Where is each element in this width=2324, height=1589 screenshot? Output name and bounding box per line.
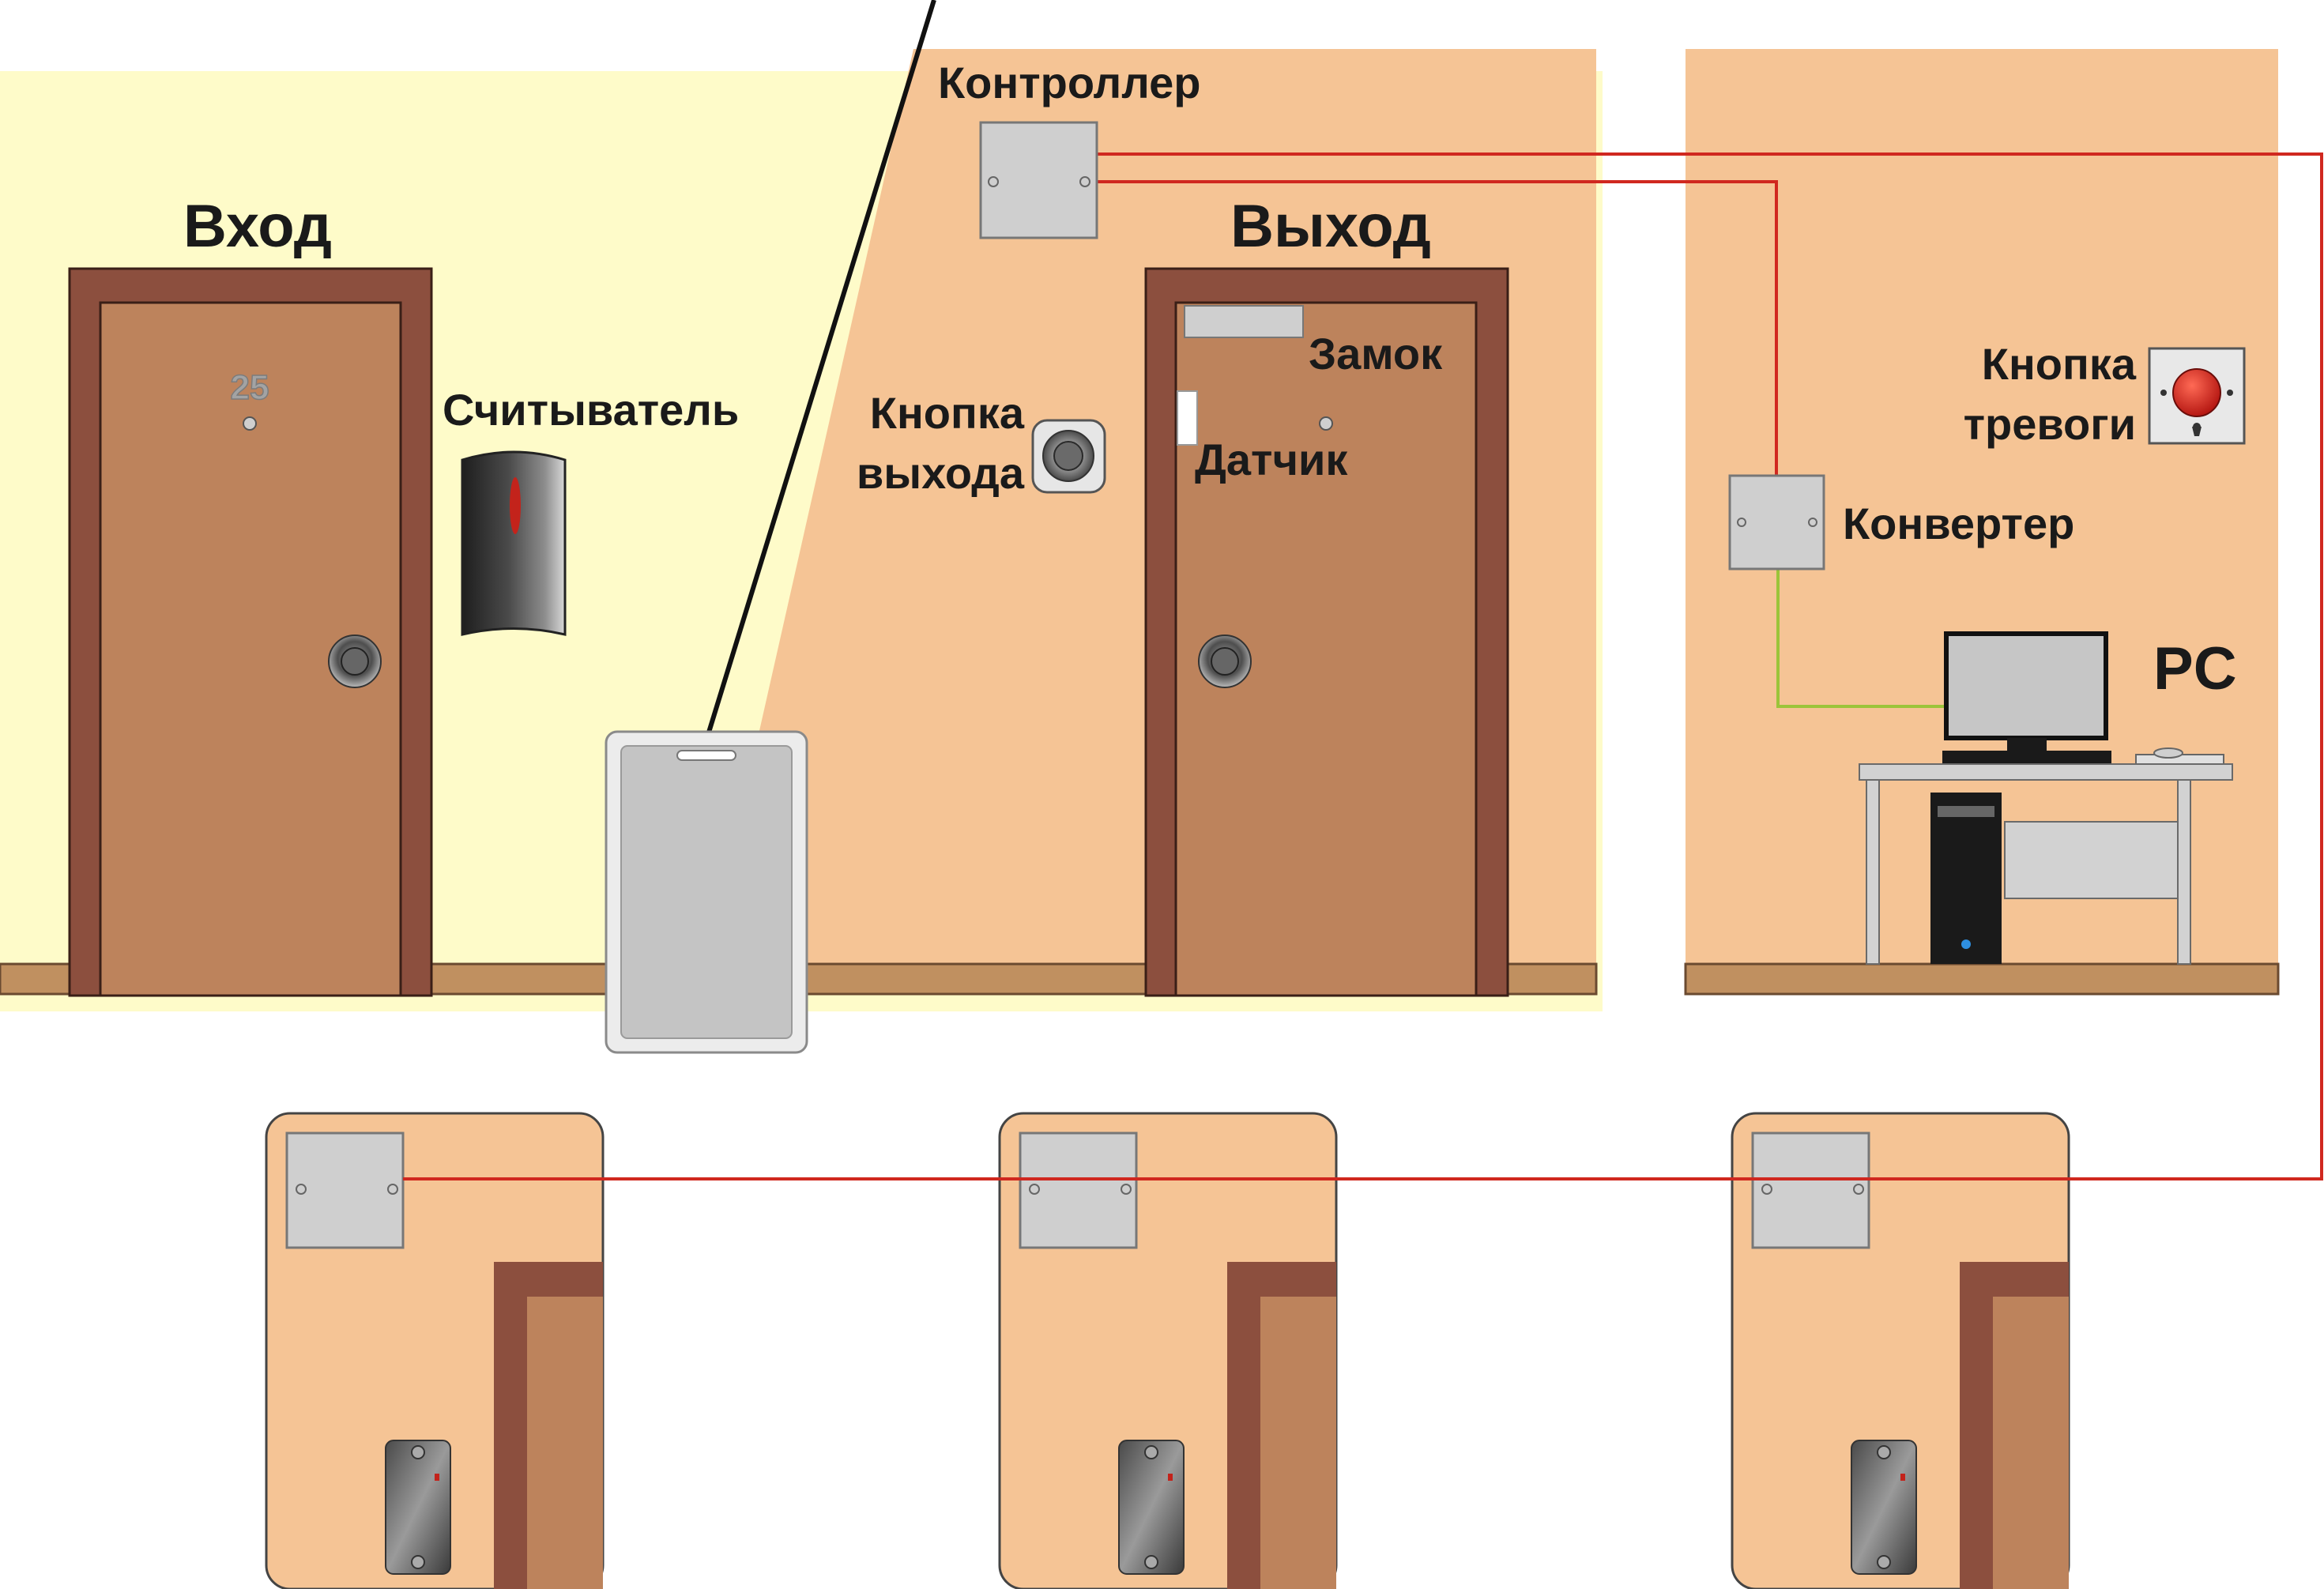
exit-button-label-line2: выхода (857, 448, 1025, 498)
sensor-icon (1177, 390, 1198, 446)
exit-button-icon (1031, 419, 1106, 494)
room-module-1 (265, 1112, 605, 1589)
reader-label: Считыватель (443, 385, 739, 435)
proximity-card-icon (605, 730, 808, 1054)
card-reader-icon (385, 1440, 451, 1575)
controller-converter-wire (1097, 180, 1778, 477)
exit-door (1144, 267, 1509, 997)
pc-label: PC (2153, 635, 2237, 702)
controller-box (979, 121, 1098, 239)
zone-divider-line (706, 0, 936, 736)
alarm-button-icon (2148, 347, 2246, 445)
entrance-door (68, 267, 433, 997)
card-reader-icon (1118, 1440, 1185, 1575)
room-module-2 (998, 1112, 1338, 1589)
sensor-label: Датчик (1195, 435, 1348, 484)
entrance-label: Вход (183, 193, 332, 260)
alarm-button-label-line1: Кнопка (1982, 339, 2137, 389)
converter-pc-wire (1776, 568, 1945, 708)
door-peephole-icon (243, 416, 257, 431)
converter-box (1728, 474, 1825, 570)
computer-icon (1859, 631, 2233, 965)
room-module-3 (1731, 1112, 2070, 1589)
alarm-button-label-line2: тревоги (1964, 399, 2136, 449)
exit-label: Выход (1230, 193, 1431, 260)
door-number: 25 (231, 368, 269, 407)
exit-button-label-line1: Кнопка (870, 388, 1025, 438)
controller-label: Контроллер (938, 58, 1200, 107)
lock-label: Замок (1309, 329, 1443, 378)
card-reader-icon (461, 450, 567, 636)
floor-strip-server (1684, 962, 2280, 996)
card-reader-icon (1851, 1440, 1917, 1575)
lock-icon (1184, 305, 1304, 338)
converter-label: Конвертер (1843, 499, 2074, 548)
